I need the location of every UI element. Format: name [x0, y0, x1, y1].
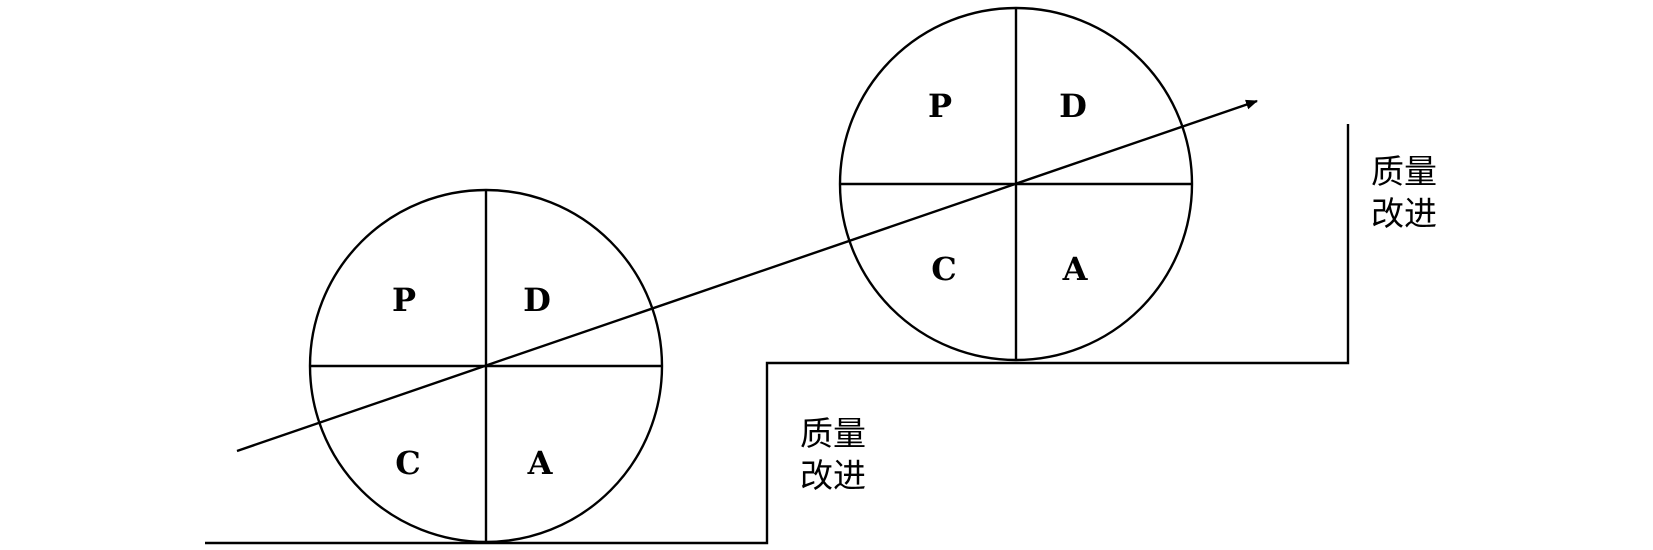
staircase-outline [205, 124, 1350, 545]
step-upper-label-line2: 改进 [1371, 194, 1437, 233]
wheel-upper-label-do: D [1059, 87, 1087, 125]
step-lower-label-line1: 质量 [800, 414, 866, 453]
step-lower-label-line2: 改进 [800, 456, 866, 495]
pdca-wheel-lower: P D C A [308, 188, 664, 544]
wheel-lower-label-act: A [527, 444, 554, 482]
wheel-upper-label-plan: P [928, 87, 952, 125]
step-lower-label: 质量 改进 [800, 413, 866, 497]
step-upper-label: 质量 改进 [1371, 151, 1437, 235]
wheel-lower-label-check: C [395, 444, 420, 482]
wheel-upper-label-check: C [931, 250, 956, 288]
wheel-lower-label-plan: P [392, 281, 416, 319]
step-upper-label-line1: 质量 [1371, 152, 1437, 191]
improvement-arrow [236, 99, 1258, 453]
wheel-lower-label-do: D [523, 281, 551, 319]
wheel-upper-label-act: A [1062, 250, 1089, 288]
